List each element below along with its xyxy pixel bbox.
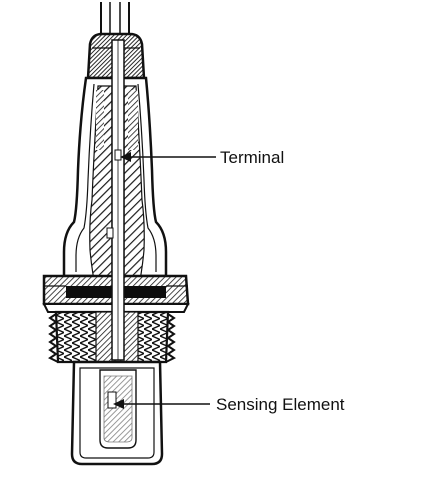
protective-shield [70, 360, 164, 466]
lead-wires [100, 2, 130, 36]
sensing-element-callout: Sensing Element [113, 395, 345, 414]
terminal-callout: Terminal [120, 148, 284, 167]
terminal-arrowhead [120, 152, 131, 162]
sensing-element-arrowhead [113, 399, 124, 409]
terminal-rod [106, 39, 125, 361]
terminal-label: Terminal [220, 148, 284, 167]
sensing-element-label: Sensing Element [216, 395, 345, 414]
